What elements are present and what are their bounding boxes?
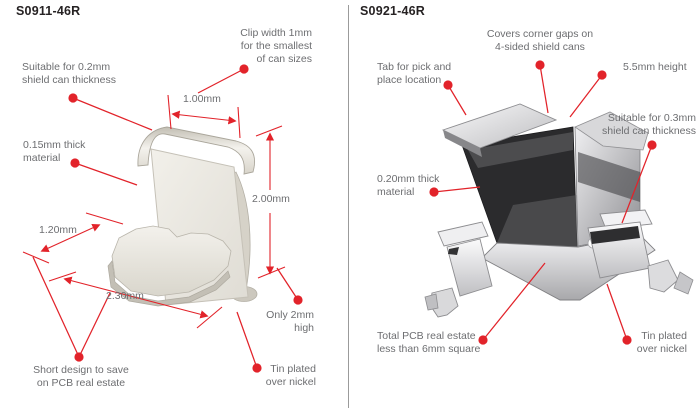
callout-dot xyxy=(293,295,303,305)
dimension-label-clip-width: 1.00mm xyxy=(183,93,221,105)
callout-dot xyxy=(68,93,78,103)
shield-clip-artwork xyxy=(107,126,258,307)
callout-dot xyxy=(429,187,439,197)
callout-dot xyxy=(252,363,262,373)
annotation-height: 5.5mm height xyxy=(623,61,687,73)
annotation-only-2mm-high: Only 2mm high xyxy=(266,309,314,334)
annotation-pick-place-tab: Tab for pick and place location xyxy=(377,61,452,86)
left-panel: S0911-46R Suitable for 0.2mm shield can … xyxy=(0,0,348,415)
callout-dot xyxy=(70,158,80,168)
dimension-1-00mm xyxy=(167,94,241,139)
left-product-title: S0911-46R xyxy=(16,4,81,18)
clip-product-illustration xyxy=(22,64,303,373)
annotation-short-design: Short design to save on PCB real estate xyxy=(33,364,129,389)
callout-lines xyxy=(32,64,303,373)
annotation-material-thickness: 0.15mm thick material xyxy=(23,139,86,164)
annotation-tin-plated: Tin plated over nickel xyxy=(265,363,316,388)
callout-dot xyxy=(597,70,607,80)
callout-lines xyxy=(429,60,657,345)
annotation-material-thickness: 0.20mm thick material xyxy=(377,173,440,198)
annotation-can-thickness: Suitable for 0.3mm shield can thickness xyxy=(602,112,696,137)
callout-dot xyxy=(443,80,453,90)
callout-dot xyxy=(239,64,249,74)
dimension-label-height: 2.00mm xyxy=(252,193,290,205)
annotation-tin-plated: Tin plated over nickel xyxy=(636,330,687,355)
dimension-label-foot-width: 1.20mm xyxy=(39,224,77,236)
corner-clip-product-illustration xyxy=(424,60,694,345)
callout-dot xyxy=(622,335,632,345)
dimension-2-00mm xyxy=(255,125,286,279)
dimension-1-20mm xyxy=(22,212,124,264)
annotation-clip-width: Clip width 1mm for the smallest of can s… xyxy=(240,27,312,65)
annotation-can-thickness: Suitable for 0.2mm shield can thickness xyxy=(22,61,116,86)
annotation-pcb-real-estate: Total PCB real estate less than 6mm squa… xyxy=(377,330,481,355)
callout-dot xyxy=(647,140,657,150)
callout-dot xyxy=(478,335,488,345)
panel-divider xyxy=(348,5,349,408)
dimension-2-30mm xyxy=(48,271,223,329)
right-panel: S0921-46R Covers corner gaps on 4-sided … xyxy=(348,0,700,415)
annotation-covers-corner-gaps: Covers corner gaps on 4-sided shield can… xyxy=(486,28,594,53)
callout-dot xyxy=(535,60,545,70)
right-product-title: S0921-46R xyxy=(360,4,426,18)
callout-dot xyxy=(74,352,84,362)
corner-clip-artwork xyxy=(424,103,694,318)
dimension-label-length: 2.30mm xyxy=(106,290,144,302)
